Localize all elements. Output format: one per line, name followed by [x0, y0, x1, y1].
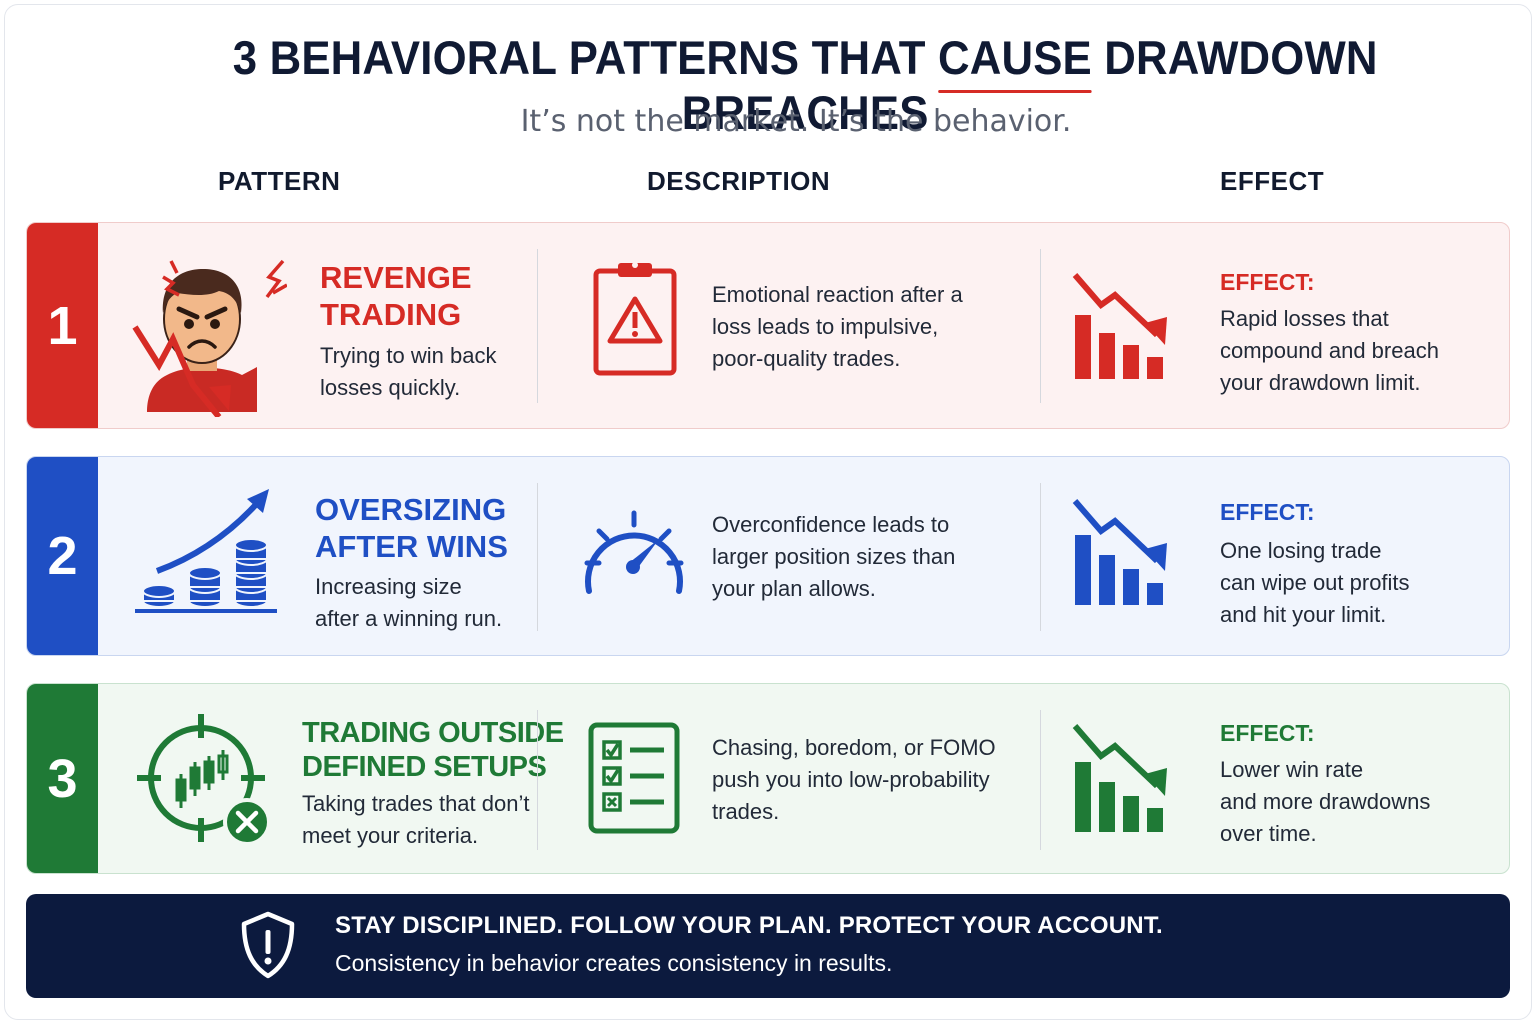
- row-number-1: 1: [27, 223, 98, 428]
- rising-coins-icon: [135, 489, 277, 613]
- page-frame: [4, 4, 1532, 1020]
- falling-bars-icon: [1072, 499, 1167, 605]
- divider: [1040, 249, 1041, 403]
- column-header-pattern: PATTERN: [218, 166, 341, 196]
- falling-bars-icon: [1072, 724, 1167, 832]
- alert-clipboard-icon: [593, 262, 677, 376]
- column-header-description: DESCRIPTION: [647, 166, 831, 196]
- crosshair-candles-icon: [137, 714, 271, 846]
- angry-trader-icon: [132, 259, 287, 417]
- falling-bars-icon: [1072, 273, 1167, 379]
- title-highlight: CAUSE: [937, 31, 1092, 93]
- page-title: 3 BEHAVIORAL PATTERNS THAT CAUSE DRAWDOW…: [232, 31, 1378, 139]
- footer-tagline: Consistency in behavior creates consiste…: [335, 950, 893, 976]
- effect-text-2: One losing trade can wipe out profits an…: [1220, 538, 1410, 627]
- row-number-2: 2: [27, 457, 98, 655]
- pattern-description-2: Overconfidence leads to larger position …: [712, 512, 956, 601]
- divider: [537, 483, 538, 631]
- effect-text-1: Rapid losses that compound and breach yo…: [1220, 306, 1439, 395]
- column-header-effect: EFFECT: [1220, 166, 1325, 196]
- effect-text-3: Lower win rate and more drawdowns over t…: [1220, 757, 1431, 846]
- divider: [1040, 483, 1041, 631]
- pattern-title-1: REVENGE TRADING: [320, 260, 472, 332]
- pattern-title-2: OVERSIZING AFTER WINS: [315, 492, 508, 564]
- row-number-3: 3: [27, 684, 98, 873]
- pattern-row-2: 2 OVERSIZING AFTER WINS Increasing size …: [26, 456, 1510, 656]
- pattern-row-1: 1 REVENGE TRADING Trying to win back los…: [26, 222, 1510, 429]
- divider: [537, 249, 538, 403]
- divider: [537, 710, 538, 850]
- effect-label-2: EFFECT:: [1220, 499, 1315, 525]
- pattern-description-1: Emotional reaction after a loss leads to…: [712, 282, 963, 371]
- pattern-title-3: TRADING OUTSIDE DEFINED SETUPS: [302, 717, 564, 783]
- checklist-icon: [588, 722, 680, 834]
- pattern-row-3: 3 TRADING OUTSIDE DEFINED SETUPS Taking …: [26, 683, 1510, 874]
- effect-label-3: EFFECT:: [1220, 720, 1315, 746]
- footer-headline: STAY DISCIPLINED. FOLLOW YOUR PLAN. PROT…: [335, 912, 1163, 939]
- shield-alert-icon: [241, 911, 295, 979]
- divider: [1040, 710, 1041, 850]
- effect-label-1: EFFECT:: [1220, 269, 1315, 295]
- page-subtitle: It’s not the market. It’s the behavior.: [520, 104, 1072, 139]
- footer-banner: STAY DISCIPLINED. FOLLOW YOUR PLAN. PROT…: [26, 894, 1510, 998]
- pattern-summary-3: Taking trades that don’t meet your crite…: [302, 791, 530, 848]
- speedometer-icon: [584, 510, 684, 594]
- pattern-summary-1: Trying to win back losses quickly.: [320, 343, 497, 400]
- pattern-summary-2: Increasing size after a winning run.: [315, 574, 503, 631]
- pattern-description-3: Chasing, boredom, or FOMO push you into …: [712, 735, 996, 824]
